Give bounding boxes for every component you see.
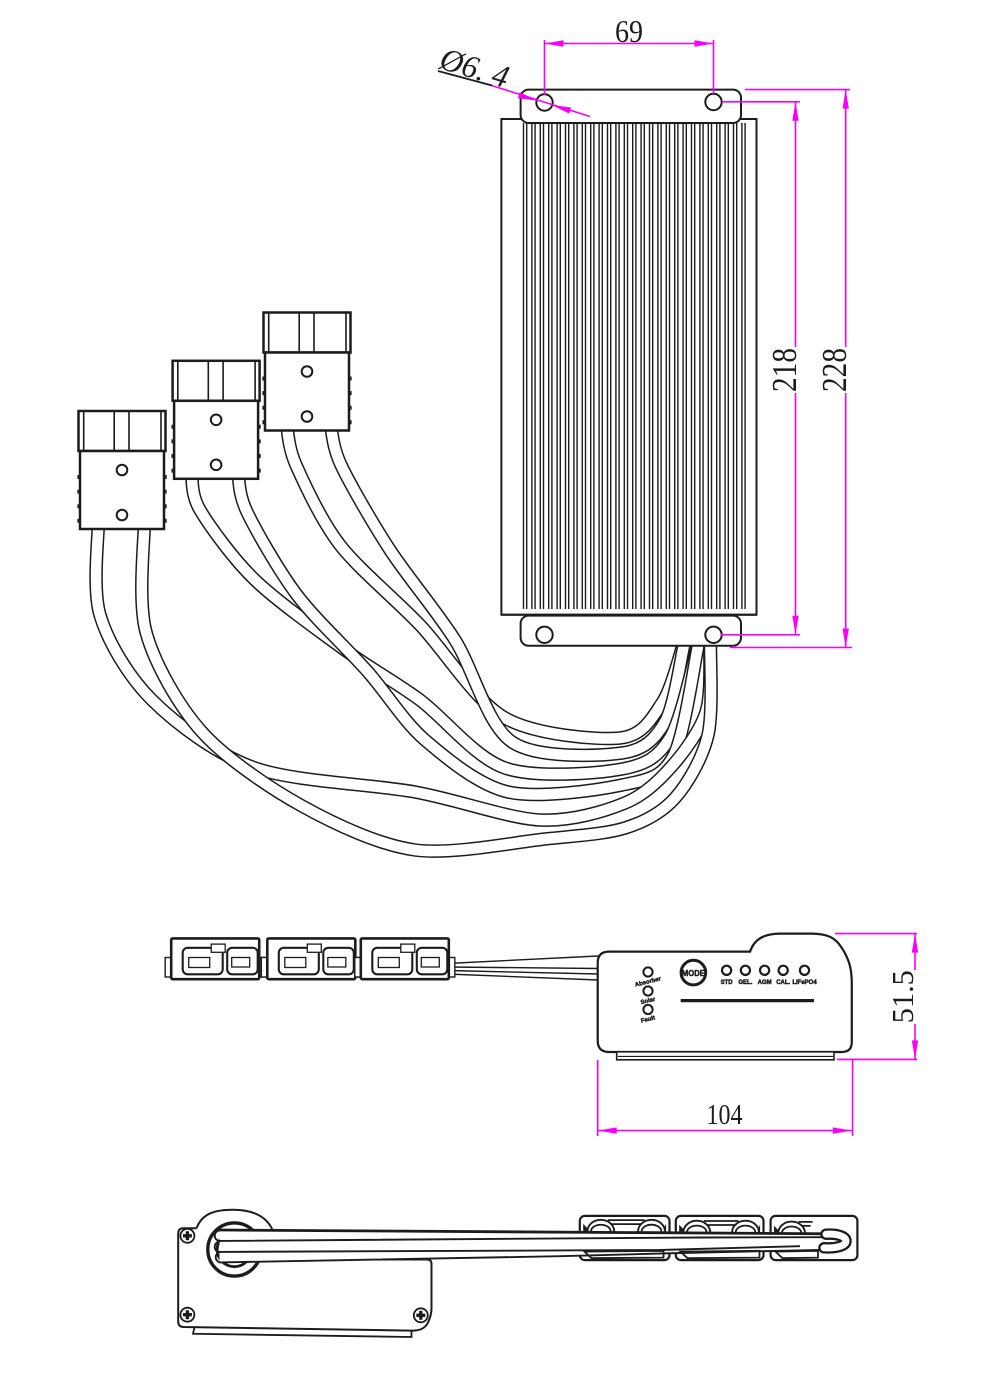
svg-text:Solar: Solar [640, 997, 657, 1007]
svg-text:Fault: Fault [640, 1015, 655, 1024]
svg-text:GEL.: GEL. [738, 980, 752, 986]
svg-text:104: 104 [707, 1099, 743, 1131]
svg-text:MODE: MODE [682, 968, 705, 978]
svg-text:CAL.: CAL. [776, 980, 790, 986]
svg-text:218: 218 [765, 348, 804, 392]
svg-text:69: 69 [615, 13, 643, 49]
svg-text:228: 228 [815, 348, 854, 392]
svg-text:STD: STD [721, 980, 734, 986]
svg-text:LiFePO4: LiFePO4 [792, 980, 817, 986]
svg-text:51.5: 51.5 [885, 970, 920, 1023]
svg-text:AGM: AGM [758, 980, 772, 986]
